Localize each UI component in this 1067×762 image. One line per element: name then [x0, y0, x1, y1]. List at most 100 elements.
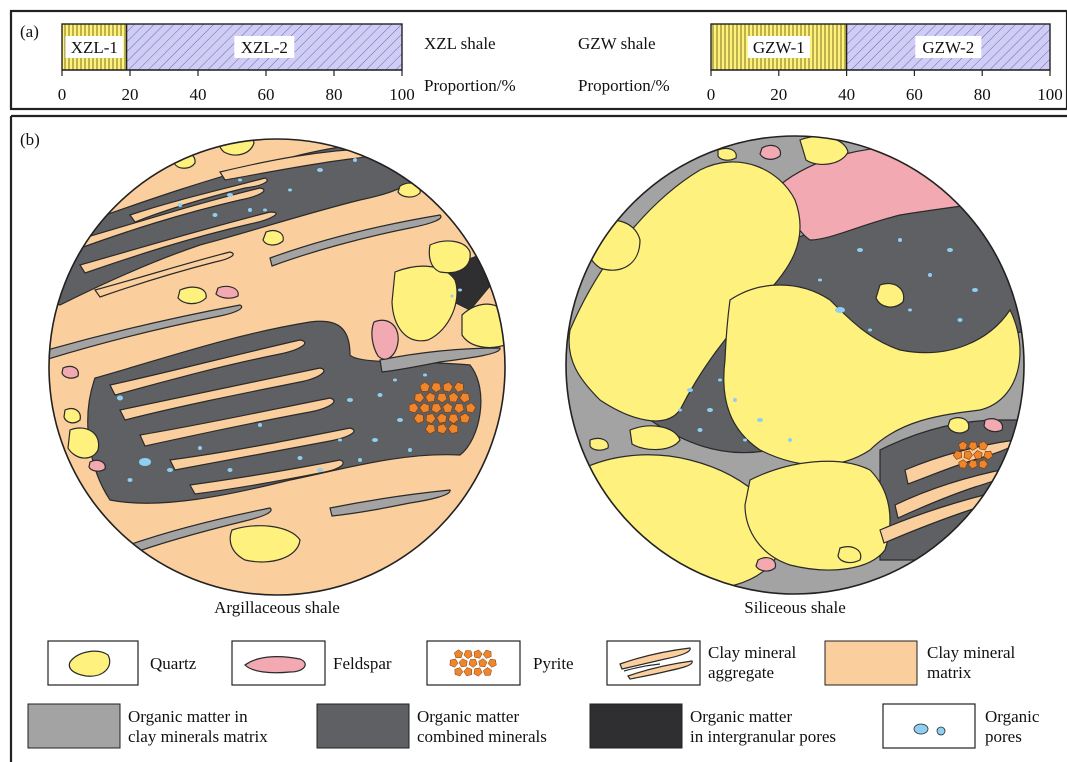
- panel-b-label: (b): [20, 130, 40, 149]
- organic-pore: [757, 418, 763, 422]
- om-combined-icon: [317, 704, 409, 748]
- axis-tick-label: 20: [122, 85, 139, 104]
- legend-organic-pores-label-1: Organic: [985, 707, 1040, 726]
- organic-pore: [397, 418, 403, 422]
- organic-pore: [687, 388, 693, 392]
- legend-om-combined-label-1: Organic matter: [417, 707, 519, 726]
- quartz-grain: [429, 241, 470, 273]
- gzw-ticks: 020406080100: [707, 70, 1063, 104]
- axis-tick-label: 60: [906, 85, 923, 104]
- organic-pore: [958, 318, 963, 322]
- legend-organic-pores-box: [883, 704, 975, 748]
- panel-a: (a) XZL-1 XZL-2 0 20 40 60 80 100 XZL shale P…: [11, 11, 1067, 109]
- xzl-axis-label: Proportion/%: [424, 76, 516, 95]
- organic-pore: [743, 439, 747, 442]
- legend: Quartz Feldspar Pyrite Clay mineral: [28, 641, 1040, 748]
- organic-pore: [718, 379, 722, 382]
- axis-tick-label: 40: [190, 85, 207, 104]
- om-pores-icon: [590, 704, 682, 748]
- panel-b: (b): [11, 116, 1067, 762]
- feldspar-grain: [372, 320, 398, 359]
- feldspar-grain: [756, 558, 776, 571]
- legend-om-pores-label-1: Organic matter: [690, 707, 792, 726]
- organic-pore: [378, 393, 383, 397]
- organic-pore: [451, 295, 454, 298]
- legend-om-clay: Organic matter in clay minerals matrix: [28, 704, 268, 748]
- legend-om-clay-label-2: clay minerals matrix: [128, 727, 268, 746]
- organic-pore: [408, 448, 412, 452]
- legend-organic-pores-label-2: pores: [985, 727, 1022, 746]
- organic-pore: [698, 428, 703, 432]
- organic-pore: [117, 396, 123, 401]
- gzw-2-label: GZW-2: [922, 38, 974, 57]
- quartz-grain: [590, 438, 608, 450]
- organic-pore-icon: [937, 727, 945, 735]
- axis-tick-label: 100: [1037, 85, 1063, 104]
- legend-feldspar-label: Feldspar: [333, 654, 392, 673]
- organic-pore: [227, 193, 233, 197]
- organic-pore: [733, 398, 737, 402]
- gzw-1-label: GZW-1: [753, 38, 805, 57]
- axis-tick-label: 100: [389, 85, 415, 104]
- legend-quartz: Quartz: [48, 641, 197, 685]
- organic-pore: [972, 288, 978, 292]
- legend-om-combined-label-2: combined minerals: [417, 727, 547, 746]
- legend-clay-aggregate-label-1: Clay mineral: [708, 643, 797, 662]
- organic-pore: [238, 179, 242, 182]
- legend-clay-matrix-label-1: Clay mineral: [927, 643, 1016, 662]
- legend-organic-pores: Organic pores: [883, 704, 1040, 748]
- feldspar-grain: [216, 286, 238, 298]
- quartz-grain: [586, 220, 640, 270]
- legend-om-clay-label-1: Organic matter in: [128, 707, 248, 726]
- xzl-1-label: XZL-1: [71, 38, 118, 57]
- legend-om-pores: Organic matter in intergranular pores: [590, 704, 836, 748]
- feldspar-grain: [760, 145, 781, 159]
- organic-pore: [928, 273, 932, 277]
- argillaceous-caption: Argillaceous shale: [214, 598, 340, 617]
- gzw-title: GZW shale: [578, 34, 656, 53]
- organic-pore: [908, 309, 912, 312]
- organic-pore: [947, 248, 953, 252]
- legend-feldspar: Feldspar: [232, 641, 392, 685]
- quartz-grain: [263, 231, 283, 245]
- quartz-grain: [398, 183, 420, 197]
- xzl-bar: XZL-1 XZL-2: [62, 24, 402, 70]
- axis-tick-label: 20: [770, 85, 787, 104]
- legend-clay-aggregate-label-2: aggregate: [708, 663, 774, 682]
- axis-tick-label: 80: [974, 85, 991, 104]
- quartz-grain: [838, 547, 861, 563]
- legend-clay-matrix: Clay mineral matrix: [825, 641, 1016, 685]
- organic-pore: [353, 158, 357, 162]
- organic-pore: [458, 289, 462, 292]
- organic-pore: [788, 438, 792, 442]
- organic-pore: [139, 458, 151, 466]
- organic-pore: [898, 238, 902, 242]
- organic-pore: [372, 438, 378, 442]
- organic-pore: [393, 379, 397, 382]
- om-clay-icon: [28, 704, 120, 748]
- organic-pore-icon: [914, 724, 928, 734]
- legend-clay-aggregate: Clay mineral aggregate: [607, 641, 797, 685]
- xzl-2-label: XZL-2: [241, 38, 288, 57]
- legend-om-combined: Organic matter combined minerals: [317, 704, 547, 748]
- organic-pore: [423, 374, 427, 377]
- organic-pore: [347, 398, 353, 402]
- organic-pore: [835, 307, 845, 313]
- organic-pore: [258, 423, 262, 427]
- quartz-grain: [178, 287, 206, 303]
- organic-pore: [198, 446, 202, 450]
- axis-tick-label: 0: [58, 85, 67, 104]
- quartz-grain: [876, 284, 904, 308]
- xzl-title: XZL shale: [424, 34, 496, 53]
- organic-pore: [678, 409, 682, 412]
- organic-pore: [338, 439, 342, 442]
- quartz-grain: [718, 148, 736, 160]
- gzw-axis-label: Proportion/%: [578, 76, 670, 95]
- legend-pyrite-label: Pyrite: [533, 654, 574, 673]
- panel-a-label: (a): [20, 22, 39, 41]
- axis-tick-label: 80: [326, 85, 343, 104]
- organic-pore: [288, 189, 292, 192]
- legend-clay-matrix-label-2: matrix: [927, 663, 972, 682]
- organic-pore: [857, 248, 863, 252]
